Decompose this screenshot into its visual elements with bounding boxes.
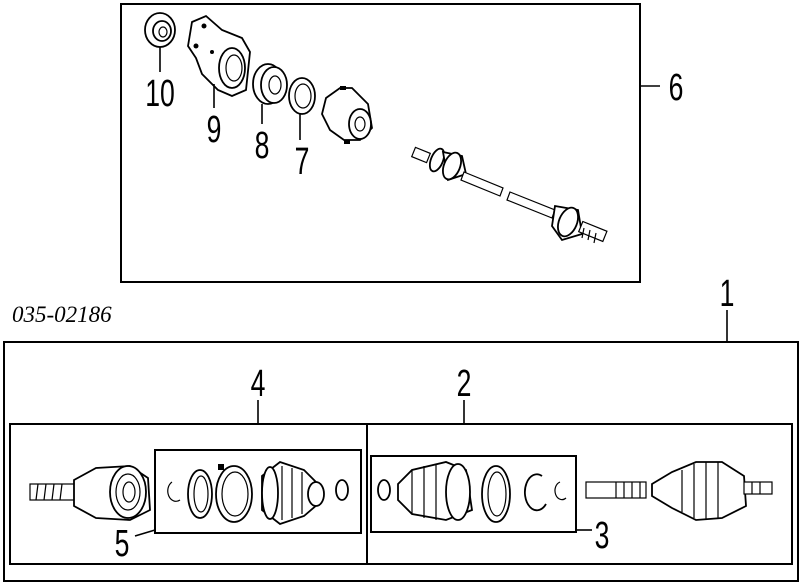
callout-6: 6 <box>669 65 684 108</box>
callout-2: 2 <box>457 361 472 404</box>
inner-cv-joint <box>585 461 773 521</box>
part-9-bracket <box>187 14 251 97</box>
callout-5: 5 <box>115 521 130 564</box>
kit-6-frame <box>120 3 641 283</box>
callout-10: 10 <box>145 71 175 114</box>
boot-kit-3-parts <box>377 461 567 523</box>
outer-cv-joint <box>29 465 151 521</box>
part-10-seal <box>144 12 176 48</box>
intermediate-shaft <box>410 146 608 244</box>
callout-1: 1 <box>720 271 735 314</box>
callout-4: 4 <box>251 361 266 404</box>
assembly-1-frame <box>3 341 799 582</box>
callout-3: 3 <box>595 513 610 556</box>
boot-kit-2-frame <box>366 423 793 565</box>
part-7-ring <box>288 77 316 115</box>
part-8-bearing <box>252 63 288 105</box>
kit-6-group: 6 10 9 8 <box>120 3 684 283</box>
boot-kit-3-frame <box>370 455 577 533</box>
part-number-label: 035-02186 <box>12 302 112 327</box>
assembly-1-group: 1 4 2 5 3 <box>3 271 799 582</box>
callout-8: 8 <box>255 123 270 166</box>
boot-kit-5-parts <box>167 460 349 526</box>
callout-9: 9 <box>207 107 222 150</box>
leader-5 <box>134 529 156 537</box>
callout-7: 7 <box>295 139 310 182</box>
flange-housing <box>321 86 373 144</box>
boot-kit-5-frame <box>154 449 362 534</box>
